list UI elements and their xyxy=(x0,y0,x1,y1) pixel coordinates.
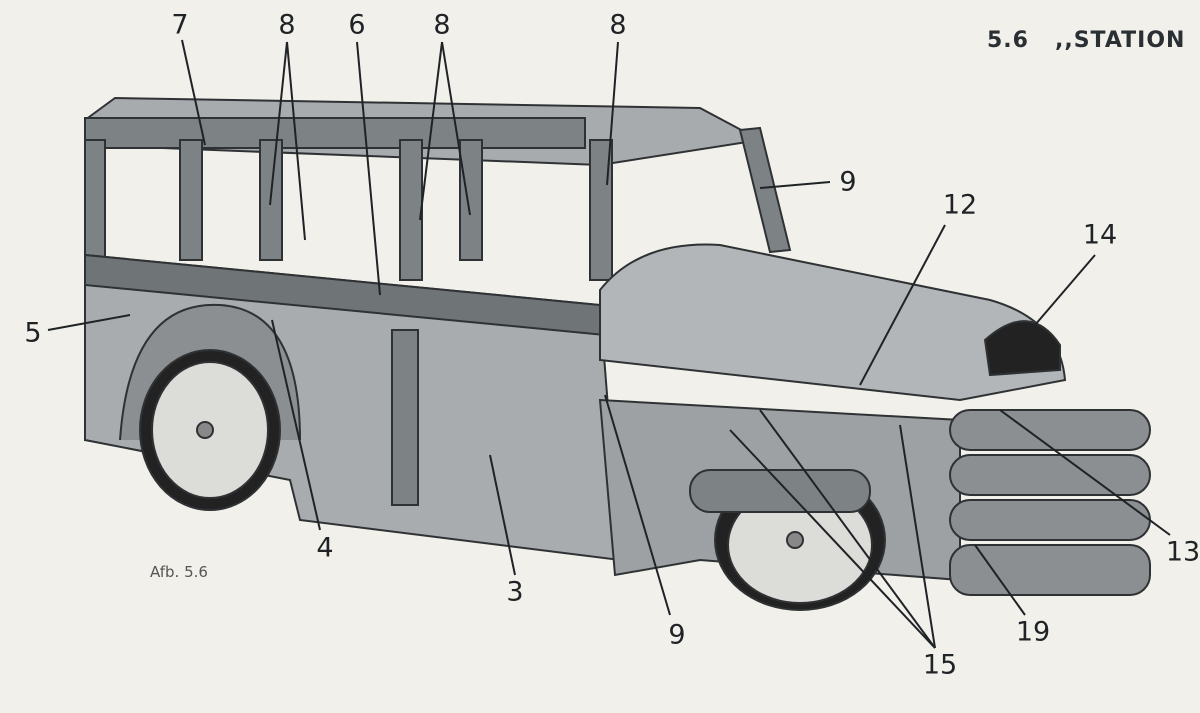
section-number: 5.6 xyxy=(987,28,1029,53)
callout-3: 3 xyxy=(506,576,524,608)
figure-caption: Afb. 5.6 xyxy=(150,563,208,581)
bumper-strip xyxy=(689,469,871,513)
callout-4: 4 xyxy=(316,532,334,564)
section-heading: 5.6 ,,STATION xyxy=(987,28,1185,53)
callout-7: 7 xyxy=(171,9,189,41)
callout-9: 9 xyxy=(668,619,686,651)
callout-8: 8 xyxy=(433,9,451,41)
callout-14: 14 xyxy=(1082,219,1118,251)
roof-strip xyxy=(84,117,586,149)
callout-13: 13 xyxy=(1165,536,1200,568)
callout-19: 19 xyxy=(1015,616,1051,648)
callout-15: 15 xyxy=(922,649,958,681)
callout-5: 5 xyxy=(24,317,42,349)
callout-9: 9 xyxy=(839,166,857,198)
callout-8: 8 xyxy=(278,9,296,41)
bonnet xyxy=(599,243,1067,402)
leader-lines xyxy=(47,39,1171,649)
callout-12: 12 xyxy=(942,189,978,221)
section-title: ,,STATION xyxy=(1054,28,1186,53)
callout-6: 6 xyxy=(348,9,366,41)
callout-8: 8 xyxy=(609,9,627,41)
